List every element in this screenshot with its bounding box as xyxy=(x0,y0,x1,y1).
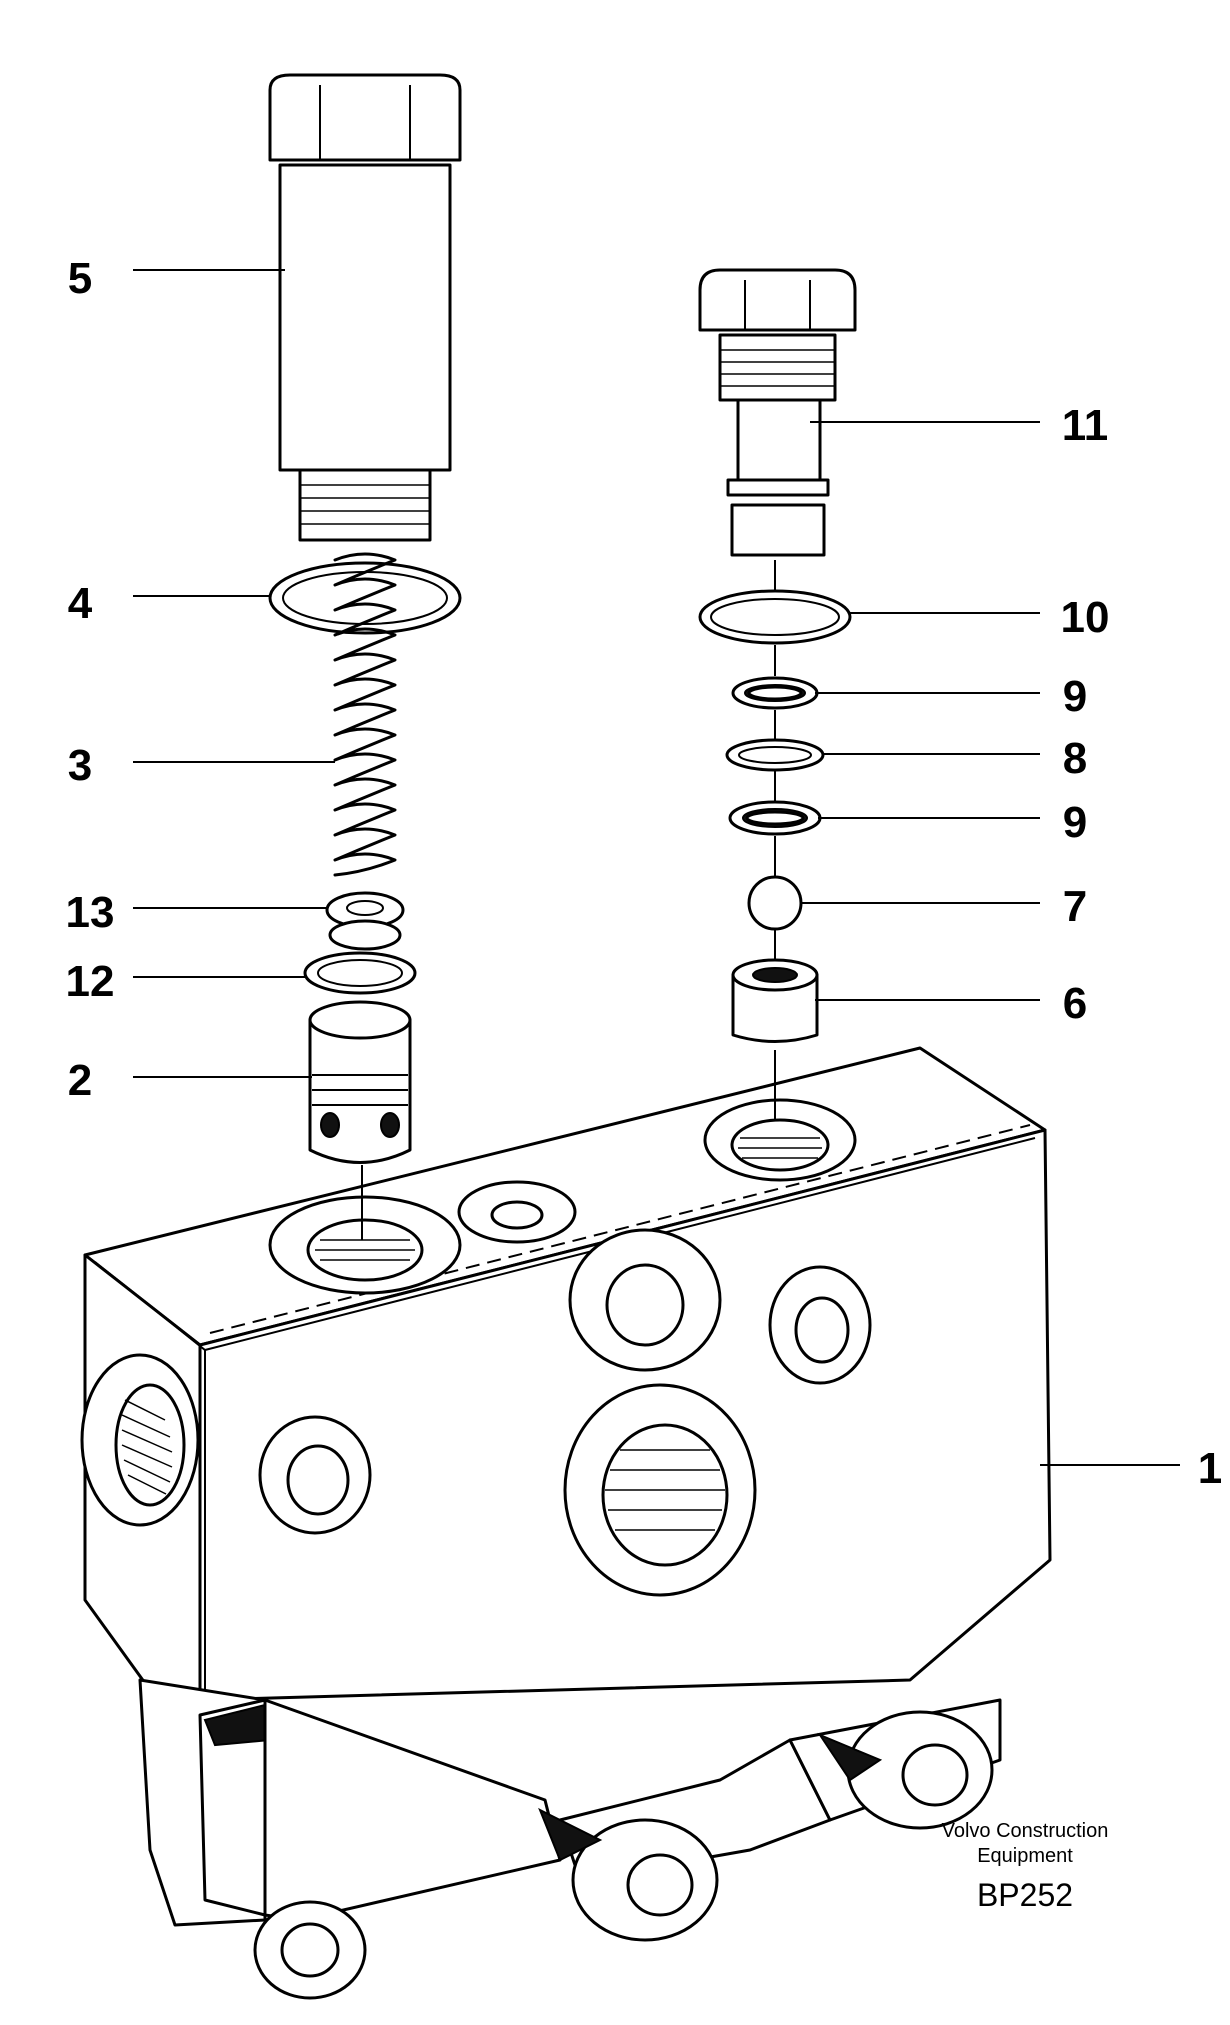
callout-10: 10 xyxy=(1061,593,1110,642)
callout-6: 6 xyxy=(1063,979,1087,1028)
callout-12: 12 xyxy=(66,957,115,1006)
callout-3: 3 xyxy=(68,741,92,790)
part-8-ring xyxy=(725,738,825,772)
callout-4: 4 xyxy=(68,579,93,628)
credit-line-1: Volvo Construction xyxy=(942,1820,1109,1842)
part-6-seat xyxy=(731,958,819,1043)
part-2-piston xyxy=(308,1000,412,1164)
callout-1: 1 xyxy=(1198,1444,1222,1493)
diagram-code: BP252 xyxy=(977,1877,1073,1913)
part-11-plug xyxy=(698,268,857,557)
callout-8: 8 xyxy=(1063,734,1087,783)
credit-line-2: Equipment xyxy=(977,1845,1073,1867)
part-10-ring xyxy=(698,589,852,645)
callout-5: 5 xyxy=(68,254,92,303)
callout-7: 7 xyxy=(1063,882,1087,931)
callout-11: 11 xyxy=(1062,401,1109,450)
callout-9-lower: 9 xyxy=(1063,798,1087,847)
callout-9-upper: 9 xyxy=(1063,672,1087,721)
leader-lines xyxy=(133,269,1180,1466)
part-5-cap xyxy=(268,73,462,542)
part-3-spring xyxy=(333,552,397,877)
callout-13: 13 xyxy=(66,888,115,937)
callout-2: 2 xyxy=(68,1056,92,1105)
part-7-ball xyxy=(747,875,803,931)
valve-body xyxy=(80,1046,1052,2000)
